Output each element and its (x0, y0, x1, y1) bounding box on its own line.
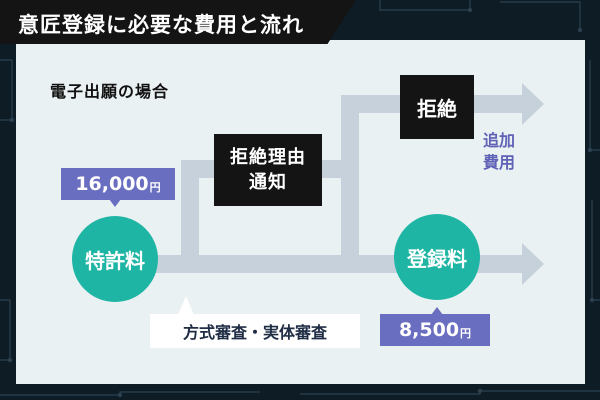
patent-fee-circle: 特許料 (72, 216, 158, 302)
registration-fee-unit: 円 (460, 326, 472, 340)
notice-of-rejection-box: 拒絶理由 通知 (214, 134, 322, 206)
registration-fee-badge-pointer (431, 307, 443, 315)
split-vertical-connector (341, 95, 359, 255)
filing-method-label: 電子出願の場合 (50, 82, 170, 101)
registration-fee-circle: 登録料 (394, 214, 480, 300)
patent-fee-unit: 円 (149, 180, 161, 194)
registration-fee-amount: 8,500 (398, 319, 460, 341)
rejection-box: 拒絶 (400, 75, 474, 139)
examination-label: 方式審査・実体審査 (150, 314, 360, 348)
patent-fee-amount: 16,000 (75, 173, 149, 195)
branch-to-notice-connector (181, 160, 217, 178)
additional-cost-label: 追加 費用 (482, 131, 515, 172)
patent-fee-badge-pointer (109, 199, 121, 207)
title-banner: 意匠登録に必要な費用と流れ (0, 0, 356, 44)
main-flow-arrow (88, 243, 544, 285)
branch-stem-connector (181, 160, 199, 273)
page-title: 意匠登録に必要な費用と流れ (18, 13, 304, 37)
